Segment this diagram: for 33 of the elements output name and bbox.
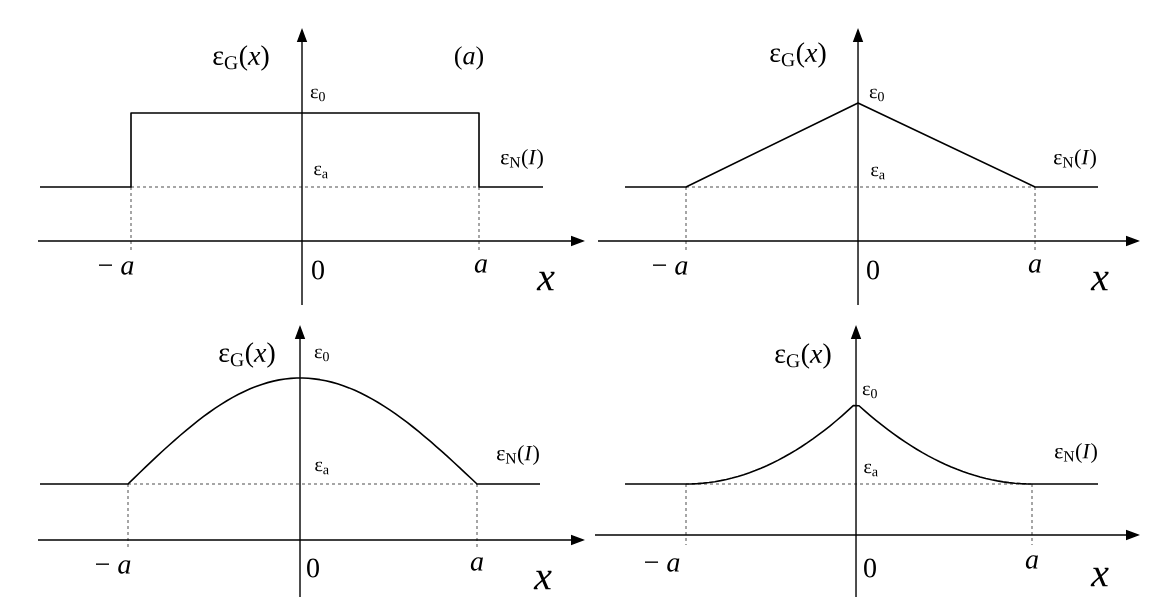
level-label: ε$_{N}$(I) bbox=[501, 149, 543, 169]
level-label: ε$_{0}$ bbox=[869, 88, 884, 102]
level-label: ε$_{a}$ bbox=[314, 165, 328, 179]
tick-label: − a bbox=[96, 560, 131, 574]
axis-label: ε$_{G}$(x) bbox=[219, 342, 275, 368]
level-label: ε$_{N}$(I) bbox=[497, 445, 539, 465]
tick-label: 0 bbox=[867, 260, 879, 280]
level-label: ε$_{a}$ bbox=[315, 461, 329, 475]
tick-label: 0 bbox=[307, 558, 319, 578]
axis-label: ε$_{G}$(x) bbox=[775, 343, 831, 369]
tick-label: a bbox=[470, 557, 483, 571]
level-label: ε$_{N}$(I) bbox=[1054, 149, 1096, 169]
axis-label: x bbox=[1090, 567, 1109, 587]
tick-label: − a bbox=[653, 261, 688, 275]
panel-label: (a) bbox=[455, 46, 483, 70]
tick-label: a bbox=[1025, 555, 1038, 569]
tick-label: 0 bbox=[864, 558, 876, 578]
tick-label: 0 bbox=[312, 260, 324, 280]
axis-label: x bbox=[533, 570, 552, 590]
tick-label: − a bbox=[99, 261, 134, 275]
tick-label: a bbox=[1028, 259, 1041, 273]
level-label: ε$_{a}$ bbox=[864, 463, 878, 477]
level-label: ε$_{0}$ bbox=[310, 88, 325, 102]
level-label: ε$_{0}$ bbox=[314, 348, 329, 362]
axis-label: x bbox=[1090, 271, 1109, 291]
tick-label: − a bbox=[645, 558, 680, 572]
axis-label: ε$_{G}$(x) bbox=[770, 42, 826, 68]
level-label: ε$_{N}$(I) bbox=[1055, 443, 1097, 463]
axis-label: ε$_{G}$(x) bbox=[213, 45, 269, 71]
axis-label: x bbox=[536, 271, 555, 291]
level-label: ε$_{0}$ bbox=[862, 385, 877, 399]
level-label: ε$_{a}$ bbox=[871, 166, 885, 180]
tick-label: a bbox=[474, 259, 487, 273]
